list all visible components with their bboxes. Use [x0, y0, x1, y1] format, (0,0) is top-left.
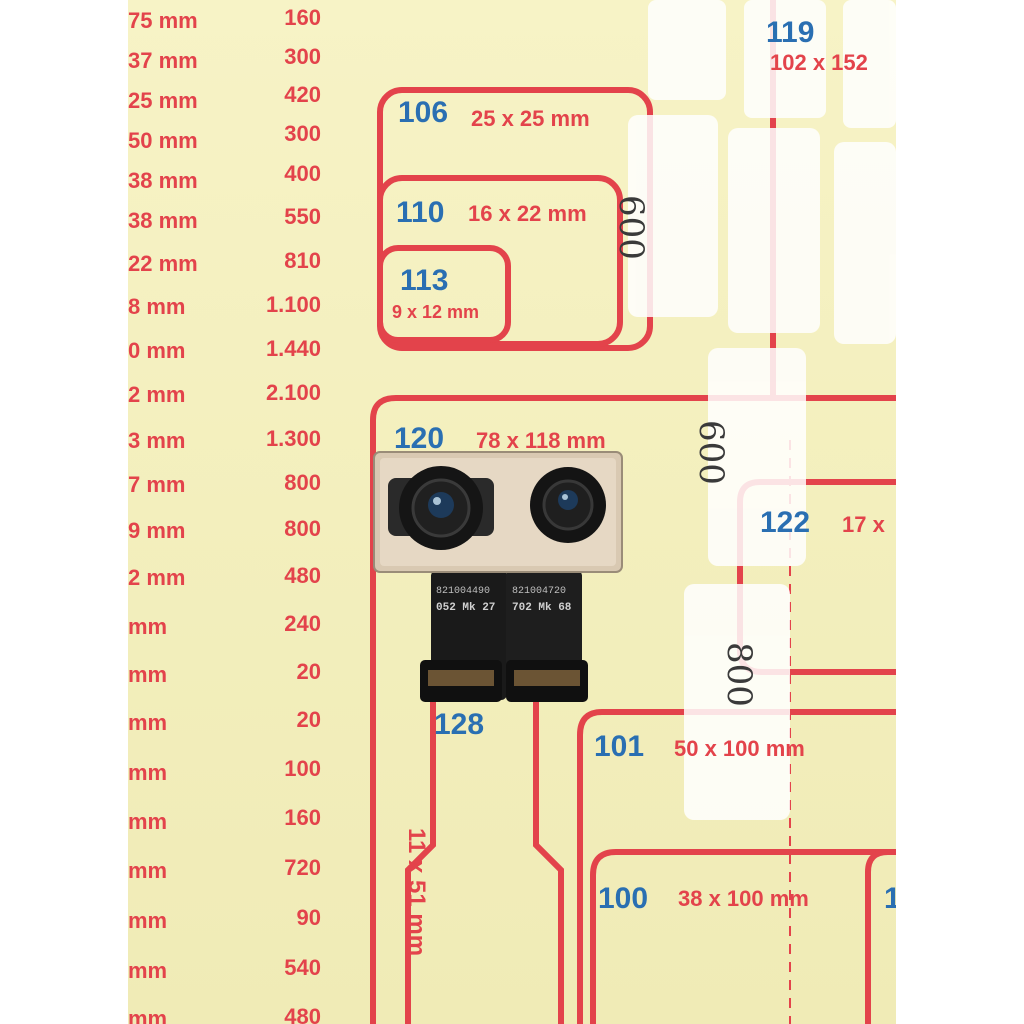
table-size: mm: [128, 710, 168, 735]
table-qty: 800: [284, 516, 321, 541]
blank-sticker: [843, 0, 896, 128]
table-qty: 160: [284, 5, 321, 30]
label-dim-100: 38 x 100 mm: [678, 886, 809, 911]
table-qty: 400: [284, 161, 321, 186]
table-qty: 90: [296, 905, 321, 930]
label-dim-101: 50 x 100 mm: [674, 736, 805, 761]
lens-left-glass: [428, 492, 454, 518]
label-code-partial: 1: [884, 882, 896, 915]
outline-101: [577, 709, 896, 1024]
table-size: 75 mm: [128, 8, 198, 33]
table-size: mm: [128, 958, 168, 983]
table-size: mm: [128, 760, 168, 785]
label-dim-122: 17 x: [842, 512, 885, 537]
table-size: mm: [128, 1006, 168, 1024]
table-size: mm: [128, 809, 168, 834]
label-outlines: [370, 0, 896, 1024]
blank-sticker: [834, 142, 896, 344]
table-size: mm: [128, 662, 168, 687]
flex-right-code: 702 Mk 68: [512, 602, 572, 614]
label-dim-106: 25 x 25 mm: [471, 106, 590, 131]
table-qty: 300: [284, 44, 321, 69]
table-size: 8 mm: [128, 294, 186, 319]
connector-pins: [428, 670, 494, 686]
outline-113: [377, 245, 511, 343]
table-qty: 810: [284, 248, 321, 273]
table-qty: 540: [284, 955, 321, 980]
flex-right-part: 821004720: [512, 586, 567, 597]
blank-sticker: [728, 128, 820, 333]
table-qty: 300: [284, 121, 321, 146]
table-qty: 20: [296, 659, 321, 684]
label-code-119: 119: [766, 16, 815, 49]
table-size: 22 mm: [128, 251, 198, 276]
flex-left-part: 821004490: [436, 586, 491, 597]
lens-left-glint: [433, 497, 441, 505]
blank-sticker: [628, 115, 718, 317]
label-dim-119: 102 x 152: [770, 50, 868, 75]
table-qty: 480: [284, 1004, 321, 1024]
outline-120: [370, 395, 896, 1024]
table-qty: 800: [284, 470, 321, 495]
table-qty: 2.100: [265, 380, 321, 405]
table-size: 3 mm: [128, 428, 186, 453]
table-size: 2 mm: [128, 382, 186, 407]
label-code-110: 110: [396, 196, 445, 229]
table-qty: 240: [284, 611, 321, 636]
label-code-122: 122: [760, 506, 811, 539]
lens-right-glint: [562, 494, 568, 500]
table-size: 7 mm: [128, 472, 186, 497]
table-qty: 1.100: [265, 292, 321, 317]
table-size: 2 mm: [128, 565, 186, 590]
table-qty: 720: [284, 855, 321, 880]
outline-partial: [865, 849, 889, 1024]
label-code-128: 128: [434, 708, 485, 741]
blank-sticker: [708, 348, 806, 566]
table-qty: 1.300: [265, 426, 321, 451]
label-code-101: 101: [594, 730, 645, 763]
table-size: 50 mm: [128, 128, 198, 153]
label-dim-113: 9 x 12 mm: [392, 302, 480, 322]
label-dim-120: 78 x 118 mm: [476, 428, 606, 453]
table-qty: 20: [296, 707, 321, 732]
lens-right-glass: [558, 490, 578, 510]
table-qty: 420: [284, 82, 321, 107]
blank-sticker: [648, 0, 726, 100]
label-code-120: 120: [394, 422, 445, 455]
table-size: 38 mm: [128, 208, 198, 233]
table-qty: 160: [284, 805, 321, 830]
table-size: 38 mm: [128, 168, 198, 193]
table-size: mm: [128, 614, 168, 639]
label-dim-110: 16 x 22 mm: [468, 201, 587, 226]
flex-left-code: 052 Mk 27: [436, 602, 496, 614]
outline-100: [590, 849, 896, 1024]
blank-sticker: [744, 0, 826, 118]
table-size: mm: [128, 858, 168, 883]
label-code-106: 106: [398, 96, 449, 129]
blank-sticker: [684, 584, 790, 820]
table-qty: 480: [284, 563, 321, 588]
connector-pins: [514, 670, 580, 686]
table-size: 25 mm: [128, 88, 198, 113]
label-code-113: 113: [400, 264, 449, 297]
table-qty: 1.440: [265, 336, 321, 361]
camera-module: [373, 451, 623, 702]
table-qty: 100: [284, 756, 321, 781]
label-sheet: 75 mm 160 37 mm 300 25 mm 420 50 mm 300 …: [128, 0, 896, 1024]
label-code-100: 100: [598, 882, 649, 915]
table-qty: 550: [284, 204, 321, 229]
table-size: 9 mm: [128, 518, 186, 543]
table-size: mm: [128, 908, 168, 933]
table-size: 37 mm: [128, 48, 198, 73]
table-size: 0 mm: [128, 338, 186, 363]
